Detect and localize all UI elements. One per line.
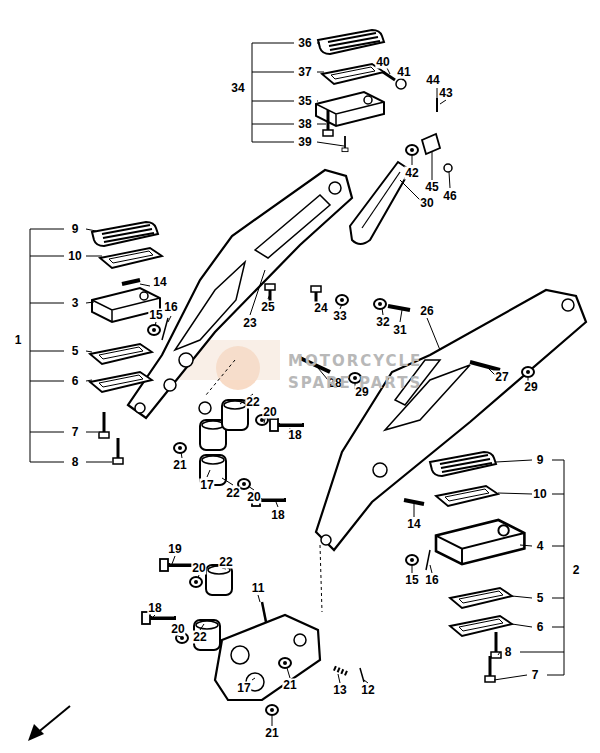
callout-number: 5 — [71, 345, 80, 358]
callout-number: 41 — [396, 66, 411, 79]
callout-number: 20 — [170, 623, 185, 636]
callout-number: 18 — [270, 509, 285, 522]
callout-number: 22 — [245, 396, 260, 409]
callout-number: 25 — [260, 301, 275, 314]
callout-number: 15 — [404, 574, 419, 587]
callout-number: 44 — [425, 74, 440, 87]
callout-number: 20 — [262, 406, 277, 419]
callout-number: 10 — [532, 488, 547, 501]
callout-number: 19 — [167, 543, 182, 556]
callout-number: 35 — [297, 95, 312, 108]
callout-number: 40 — [375, 56, 390, 69]
callout-number: 21 — [282, 679, 297, 692]
callout-number: 45 — [424, 181, 439, 194]
callout-number: 18 — [287, 429, 302, 442]
callout-number: 16 — [424, 574, 439, 587]
callout-number: 6 — [536, 621, 545, 634]
callout-number: 8 — [71, 456, 80, 469]
callout-number: 11 — [251, 582, 266, 595]
callout-number: 37 — [297, 66, 312, 79]
callout-number: 20 — [246, 491, 261, 504]
callout-number: 2 — [572, 564, 581, 577]
callout-number: 38 — [297, 118, 312, 131]
callout-number: 9 — [71, 223, 80, 236]
callout-number: 21 — [264, 727, 279, 740]
callout-number: 36 — [297, 37, 312, 50]
callout-number: 17 — [199, 479, 214, 492]
callout-number: 9 — [536, 454, 545, 467]
callout-number: 6 — [71, 375, 80, 388]
callout-number: 5 — [536, 592, 545, 605]
callout-number: 31 — [392, 324, 407, 337]
callout-number: 26 — [419, 305, 434, 318]
callout-number: 12 — [360, 684, 375, 697]
callout-number: 18 — [147, 602, 162, 615]
callout-number: 39 — [297, 136, 312, 149]
callout-number: 22 — [192, 631, 207, 644]
callout-number: 1 — [14, 334, 23, 347]
callout-number: 29 — [523, 381, 538, 394]
callout-number: 21 — [172, 459, 187, 472]
callout-number: 23 — [242, 317, 257, 330]
callout-number: 7 — [531, 669, 540, 682]
callout-number: 16 — [163, 301, 178, 314]
callout-number: 33 — [332, 310, 347, 323]
callout-number: 3 — [71, 297, 80, 310]
callout-number: 17 — [236, 682, 251, 695]
callout-number: 30 — [419, 197, 434, 210]
callout-number: 14 — [152, 276, 167, 289]
callout-number: 13 — [332, 684, 347, 697]
callout-number: 7 — [71, 426, 80, 439]
callout-number: 4 — [536, 540, 545, 553]
callout-number: 32 — [375, 316, 390, 329]
watermark-text: MOTORCYCLE — [288, 352, 422, 370]
callout-number: 27 — [494, 371, 509, 384]
callout-number: 22 — [225, 487, 240, 500]
callout-number: 15 — [148, 309, 163, 322]
callout-number: 20 — [191, 562, 206, 575]
callout-number: 10 — [67, 250, 82, 263]
callout-number: 42 — [404, 167, 419, 180]
callout-number: 43 — [438, 87, 453, 100]
callout-number: 14 — [406, 518, 421, 531]
callout-number: 8 — [504, 646, 513, 659]
callout-number: 34 — [230, 82, 245, 95]
watermark-text: SPARE PARTS — [288, 374, 422, 392]
callout-number: 24 — [313, 302, 328, 315]
callout-number: 46 — [442, 190, 457, 203]
callout-number: 22 — [218, 556, 233, 569]
